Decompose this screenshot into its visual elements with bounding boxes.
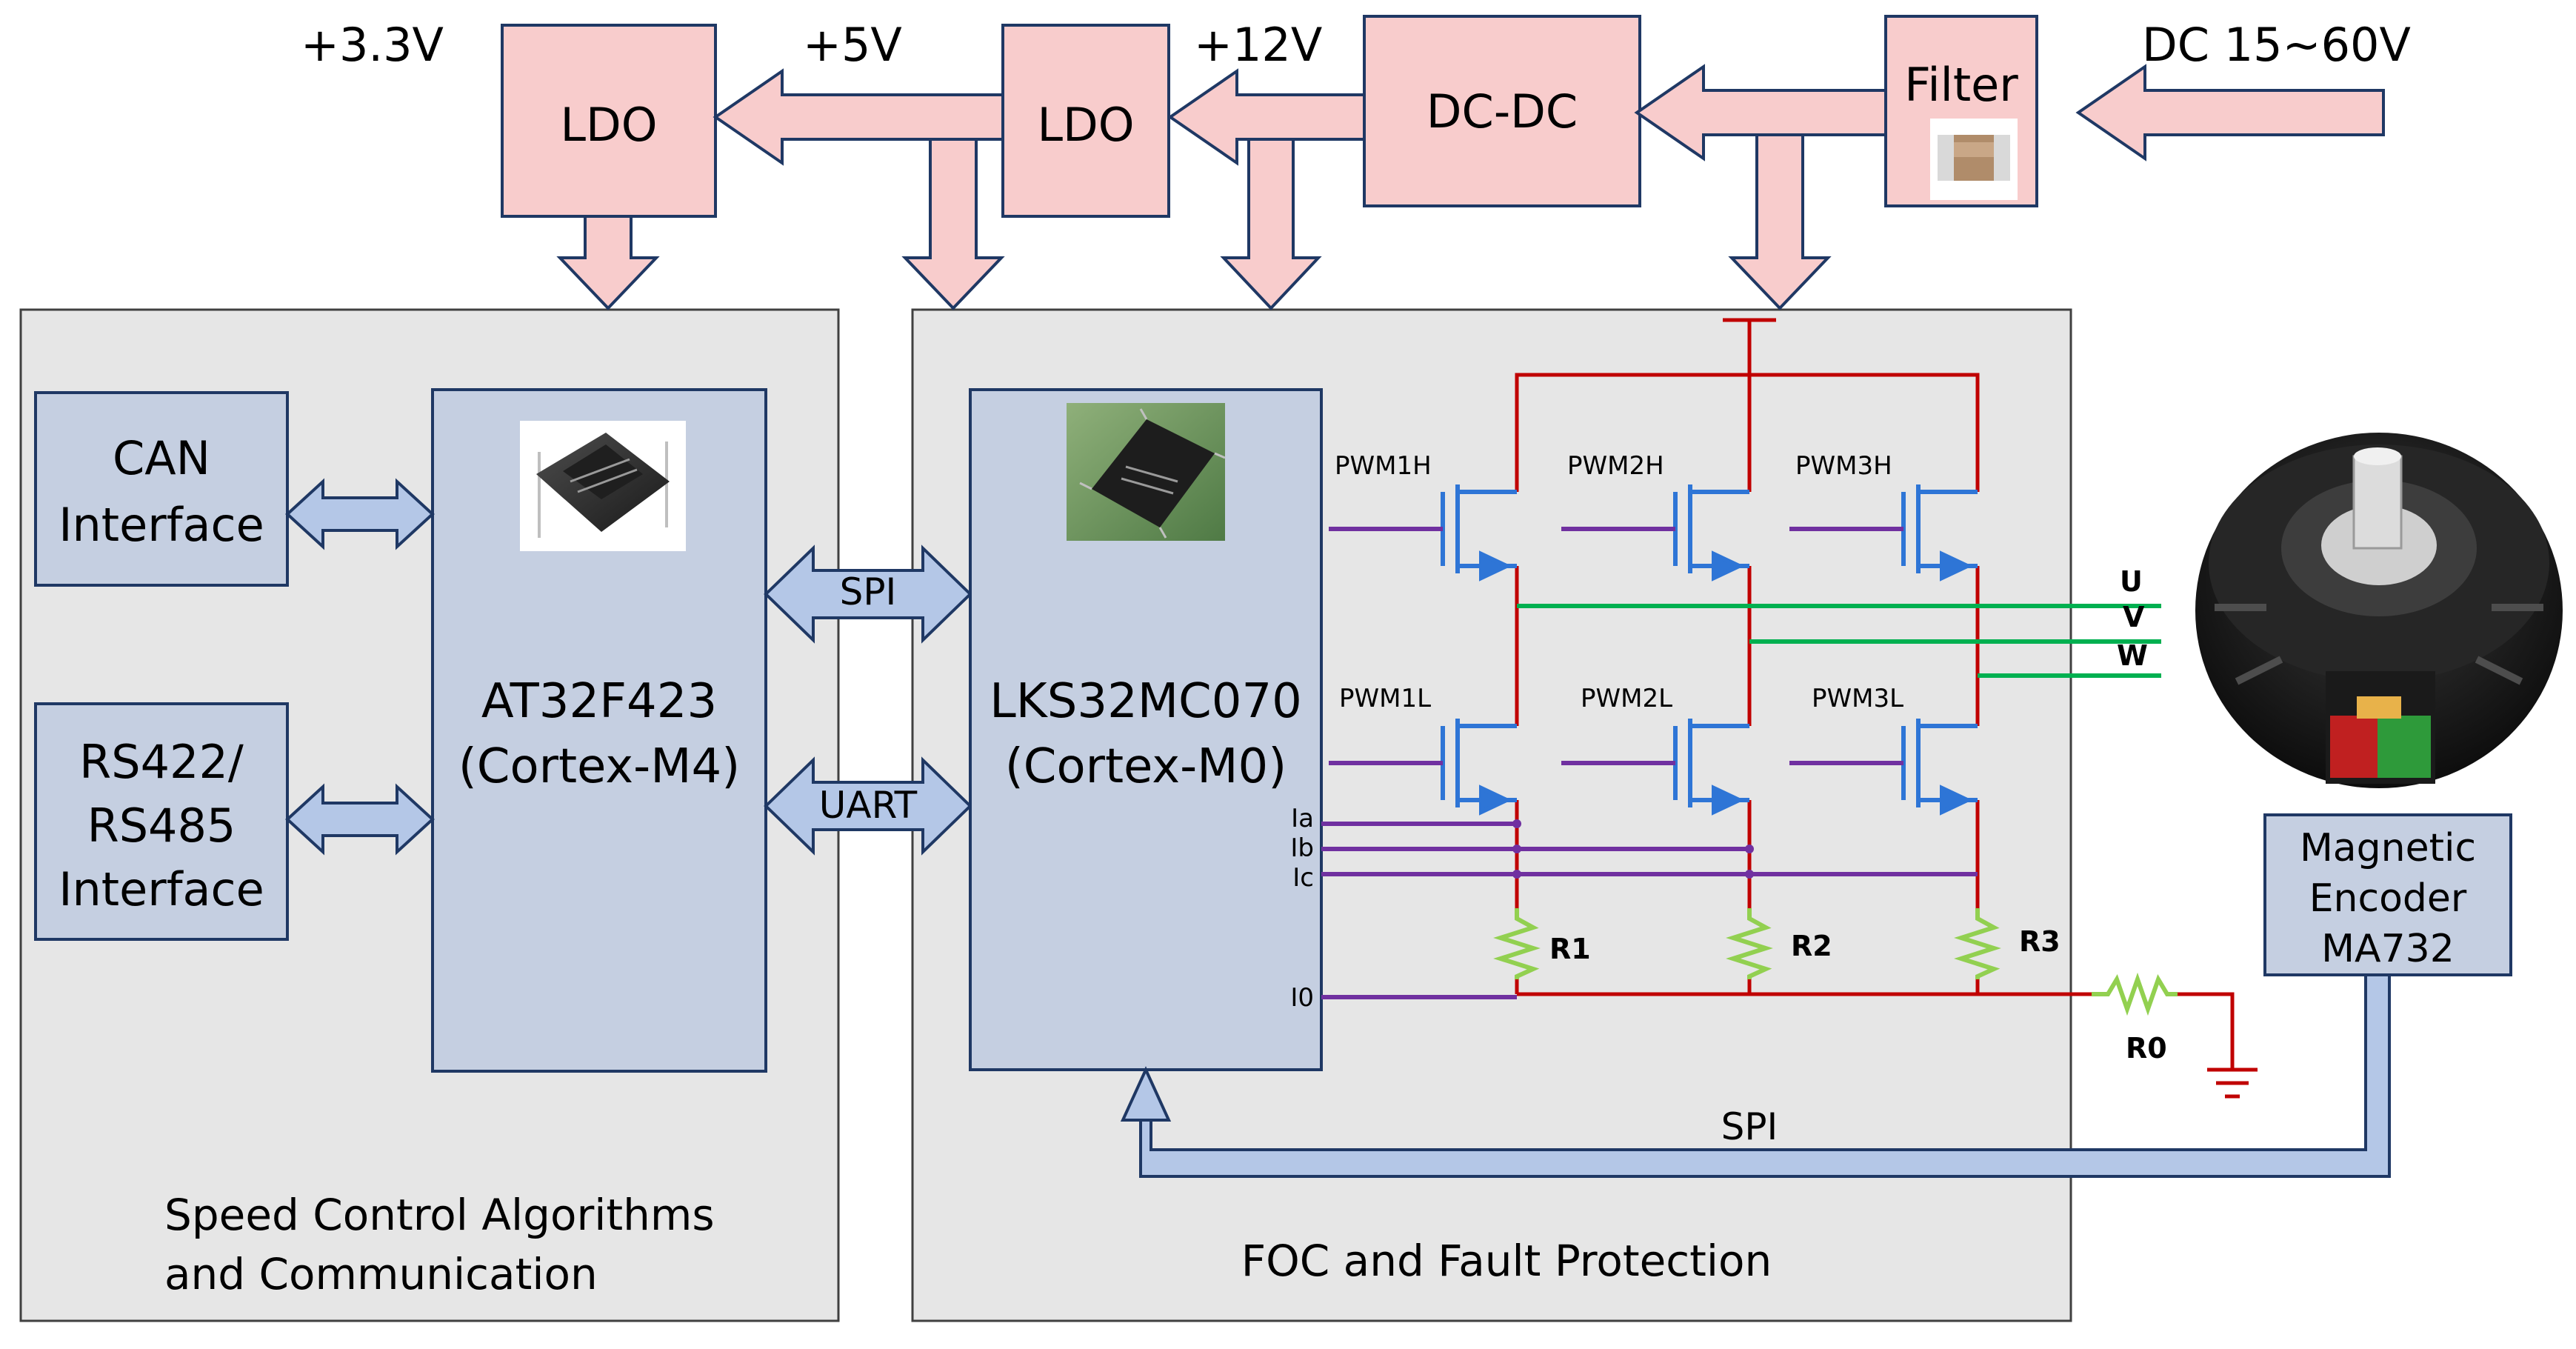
can-line-1: CAN xyxy=(113,431,210,485)
can-line-2: Interface xyxy=(59,498,264,552)
phase-w-label: W xyxy=(2117,639,2148,672)
dc-bus-rail xyxy=(1515,318,2258,1099)
pwm3l-label: PWM3L xyxy=(1812,684,1903,713)
r0-label: R0 xyxy=(2126,1032,2167,1065)
foc-caption: FOC and Fault Protection xyxy=(1241,1236,1772,1286)
dcdc-label: DC-DC xyxy=(1427,84,1578,139)
can-interface-block: CAN Interface xyxy=(34,391,289,587)
input-to-filter-arrow xyxy=(2075,64,2385,161)
filter-component-image xyxy=(1930,119,2018,200)
pwm1h-label: PWM1H xyxy=(1335,451,1432,481)
phase-u-label: U xyxy=(2120,565,2143,598)
ldo-12v-block: LDO xyxy=(1001,24,1170,218)
pwm3h-label: PWM3H xyxy=(1795,451,1892,481)
pwm1l-label: PWM1L xyxy=(1339,684,1431,713)
encoder-line-2: Encoder xyxy=(2309,876,2467,921)
uart-link-label: UART xyxy=(819,784,918,827)
lks-line-1: LKS32MC070 xyxy=(990,674,1302,729)
filter-block: Filter xyxy=(1884,15,2038,207)
pin-ia-label: Ia xyxy=(1291,804,1314,833)
mosfet-3h xyxy=(1901,484,1978,582)
v5-drop-arrow xyxy=(901,138,1005,310)
lks-chip-image xyxy=(1067,403,1226,541)
shunt-resistors xyxy=(1493,908,2178,1016)
v5-label: +5V xyxy=(803,18,902,72)
shunt-r2 xyxy=(1726,908,1773,979)
rs-line-2: RS485 xyxy=(87,799,236,853)
speed-control-caption-1: Speed Control Algorithms xyxy=(164,1190,715,1240)
r3-label: R3 xyxy=(2019,925,2061,958)
shunt-r1 xyxy=(1493,908,1541,979)
power-flow-arrows xyxy=(713,64,2385,166)
v33-drop-arrow xyxy=(556,215,660,310)
v12-drop-arrow xyxy=(1220,138,1322,310)
dcdc-to-ldo12-arrow xyxy=(1167,68,1366,166)
r1-label: R1 xyxy=(1549,933,1591,965)
at32-chip-image xyxy=(520,421,686,551)
at32-line-1: AT32F423 xyxy=(481,674,717,729)
r2-label: R2 xyxy=(1791,930,1832,962)
speed-control-caption-2: and Communication xyxy=(164,1249,598,1299)
v12-label: +12V xyxy=(1194,18,1322,72)
power-drop-arrows xyxy=(556,133,1832,310)
at32-mcu-block: AT32F423 (Cortex-M4) xyxy=(431,388,767,1073)
encoder-spi-link: SPI xyxy=(1120,973,2391,1178)
shunt-r3 xyxy=(1954,908,2001,979)
filter-label: Filter xyxy=(1904,58,2018,112)
vin-drop-arrow xyxy=(1728,133,1832,310)
mosfet-2l xyxy=(1673,719,1749,816)
ground-resistor-r0 xyxy=(2092,972,2178,1016)
pin-i0-label: I0 xyxy=(1290,983,1314,1013)
filter-to-dcdc-arrow xyxy=(1634,64,1887,161)
ldo-5v-label: LDO xyxy=(560,98,657,152)
input-voltage-label: DC 15~60V xyxy=(2142,18,2411,72)
lks-line-2: (Cortex-M0) xyxy=(1005,739,1287,794)
sense-junctions xyxy=(1512,819,1754,879)
can-mcu-link-arrow xyxy=(285,478,435,550)
rs-mcu-link-arrow xyxy=(285,783,435,856)
spi-link-label: SPI xyxy=(840,570,897,613)
mosfet-2h xyxy=(1673,484,1749,582)
rs-interface-block: RS422/ RS485 Interface xyxy=(34,702,289,941)
magnetic-encoder-block: Magnetic Encoder MA732 xyxy=(2263,813,2512,976)
pwm2l-label: PWM2L xyxy=(1581,684,1672,713)
pin-ib-label: Ib xyxy=(1290,833,1314,863)
ldo-5v-block: LDO xyxy=(501,24,717,218)
encoder-line-1: Magnetic xyxy=(2300,826,2476,870)
uart-link: UART xyxy=(764,756,972,856)
dcdc-block: DC-DC xyxy=(1363,15,1641,207)
phase-v-label: V xyxy=(2123,601,2145,633)
phase-lines xyxy=(1517,604,2161,678)
encoder-spi-label: SPI xyxy=(1721,1105,1778,1148)
mosfet-1l xyxy=(1441,719,1517,816)
pwm2h-label: PWM2H xyxy=(1567,451,1664,481)
encoder-line-3: MA732 xyxy=(2321,927,2455,971)
at32-line-2: (Cortex-M4) xyxy=(458,739,740,794)
gate-signals xyxy=(1321,527,1978,999)
motor-image xyxy=(2195,433,2563,788)
v33-label: +3.3V xyxy=(301,18,444,72)
rs-line-3: Interface xyxy=(59,862,264,916)
rs-line-1: RS422/ xyxy=(79,735,244,789)
ldo-12v-label: LDO xyxy=(1037,98,1134,152)
pin-ic-label: Ic xyxy=(1292,863,1314,893)
lks-mcu-block: LKS32MC070 (Cortex-M0) Ia Ib Ic I0 xyxy=(969,388,1323,1071)
